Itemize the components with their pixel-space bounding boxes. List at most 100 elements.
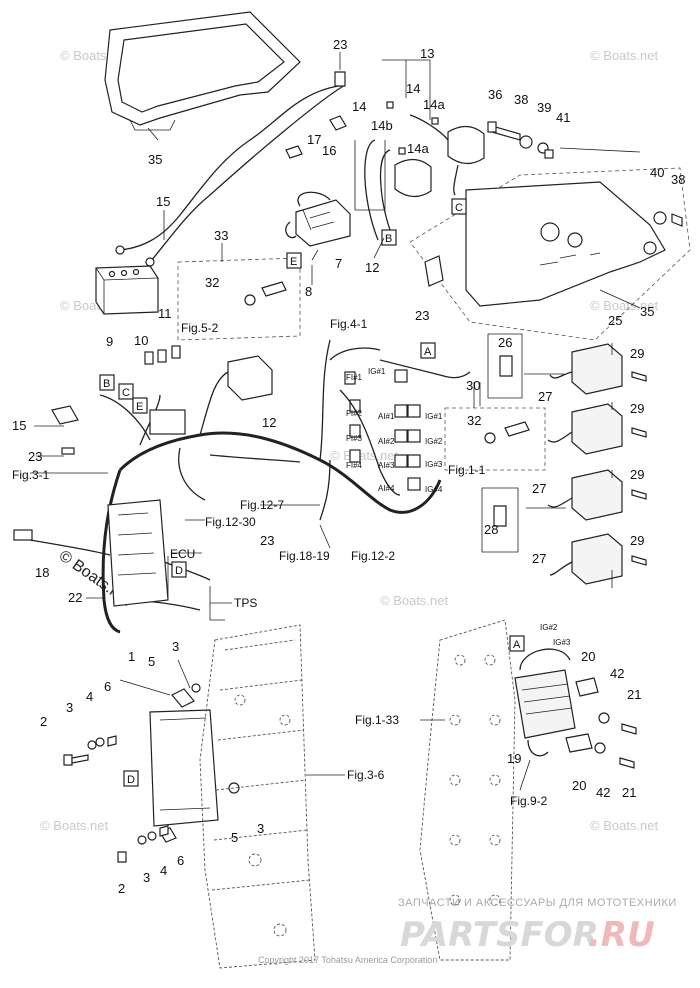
ref-fig-12-30: Fig.12-30 (205, 515, 256, 529)
watermark: © Boats.net (380, 593, 449, 608)
callout-6: 6 (177, 853, 184, 868)
callout-42: 42 (610, 666, 624, 681)
callout-6: 6 (104, 679, 111, 694)
label-tps: TPS (234, 596, 257, 610)
rectifier-regulator (514, 648, 637, 769)
part-35-bracket (409, 167, 691, 341)
callout-29: 28 (484, 522, 498, 537)
callout-5: 5 (231, 830, 238, 845)
callout-27: 26 (498, 335, 512, 350)
callout-25: 23 (333, 37, 347, 52)
fuse-connectors (51, 345, 186, 455)
shop-brand: PARTSFOR (400, 915, 599, 955)
watermark: © Boats.net (40, 818, 109, 833)
plug-caps (481, 333, 523, 553)
leader-lines (30, 52, 641, 791)
callout-22: 20 (581, 649, 595, 664)
callout-13: 12 (365, 260, 379, 275)
callout-26: 25 (608, 313, 622, 328)
ref-fig-3-6: Fig.3-6 (347, 768, 385, 782)
callout-23: 21 (627, 687, 641, 702)
callout-14a: 14 (352, 99, 366, 114)
label-fi-2: FI#2 (346, 409, 363, 418)
footer-branding: ЗАПЧАСТИ И АКСЕССУАРЫ ДЛЯ МОТОТЕХНИКИ PA… (258, 897, 676, 965)
callout-25: 23 (415, 308, 429, 323)
ecu-module-d (149, 688, 219, 843)
callout-40: 40 (650, 165, 664, 180)
label-fi-3: FI#3 (346, 434, 363, 443)
connector-b-label: B (103, 378, 110, 390)
callout-41: 41 (556, 110, 570, 125)
callout-28: 27 (538, 389, 552, 404)
part-19-grommet (285, 145, 303, 159)
callout-4: 4 (160, 863, 167, 878)
callout-21: 19 (507, 751, 521, 766)
callout-36: 35 (148, 152, 162, 167)
callout-4: 4 (86, 689, 93, 704)
callout-23: 21 (622, 785, 636, 800)
connector-c-label: C (122, 387, 130, 399)
ref-fig-3-1: Fig.3-1 (12, 468, 50, 482)
callout-3: 3 (143, 870, 150, 885)
callout-1: 1 (128, 649, 135, 664)
part-17-clamp (329, 115, 347, 131)
ignition-coils (524, 343, 647, 585)
callout-42: 42 (596, 785, 610, 800)
figure-references: Fig.4-1 Fig.5-2 Fig.1-1 Fig.3-1 Fig.12-7… (12, 317, 548, 808)
callout-11: 11 (158, 306, 172, 321)
connector-e-label: E (290, 256, 297, 268)
ref-fig-1-1: Fig.1-1 (448, 463, 486, 477)
callout-numbers: 23 13 14 14a 14 14b 14a 17 16 35 15 36 3… (12, 37, 685, 896)
connector-d-label: D (175, 565, 183, 577)
ref-fig-18-19: Fig.18-19 (279, 549, 330, 563)
label-ai-1: AI#1 (378, 412, 395, 421)
callout-5: 5 (148, 654, 155, 669)
part-18-battery-cable (115, 71, 346, 267)
label-ig-3: IG#3 (425, 460, 443, 469)
shop-domain: .RU (588, 915, 655, 955)
callout-14b: 14a (423, 97, 445, 112)
callout-2: 2 (118, 881, 125, 896)
callout-20: 18 (35, 565, 49, 580)
callout-19: 17 (307, 132, 321, 147)
ecu-harness-block (107, 499, 169, 607)
battery (95, 265, 159, 315)
ref-fig-12-7: Fig.12-7 (240, 498, 284, 512)
connector-letter-boxes: A B C E B C E D A D (99, 198, 525, 787)
callout-9: 9 (106, 334, 113, 349)
callout-30: 29 (630, 401, 644, 416)
engine-block-outline (199, 624, 316, 969)
label-fi-1: FI#1 (346, 373, 363, 382)
copyright-text: Copyright 2017 Tohatsu America Corporati… (258, 955, 437, 965)
callout-28: 27 (532, 481, 546, 496)
callout-8: 8 (305, 284, 312, 299)
cylinder-head-outline (419, 619, 516, 961)
callout-33: 33 (214, 228, 228, 243)
label-ig-1: IG#1 (368, 367, 386, 376)
ref-fig-1-33: Fig.1-33 (355, 713, 399, 727)
callout-18: 15 (156, 194, 170, 209)
callout-22: 20 (572, 778, 586, 793)
label-ai-4: AI#4 (378, 484, 395, 493)
callout-25: 23 (28, 449, 42, 464)
callout-30: 29 (630, 346, 644, 361)
watermark: © Boats.net (330, 448, 399, 463)
callout-16: 15 (12, 418, 26, 433)
callout-32: 32 (467, 413, 481, 428)
callout-10: 10 (134, 333, 148, 348)
watermark: © Boats.net (590, 818, 659, 833)
connector-c-label: C (455, 202, 463, 214)
bolt-set-37-41 (487, 121, 683, 227)
label-ig-3-plate: IG#3 (553, 638, 571, 647)
injector-ignition-connectors (339, 369, 421, 496)
callout-14: 13 (420, 46, 434, 61)
label-ig-2-plate: IG#2 (540, 623, 558, 632)
group-31-sensor (444, 407, 546, 471)
label-ig-2: IG#2 (425, 437, 443, 446)
ecu-fasteners (63, 683, 240, 863)
group-33-sensor (177, 257, 301, 341)
connector-d-label: D (127, 774, 135, 786)
callout-3: 3 (66, 700, 73, 715)
